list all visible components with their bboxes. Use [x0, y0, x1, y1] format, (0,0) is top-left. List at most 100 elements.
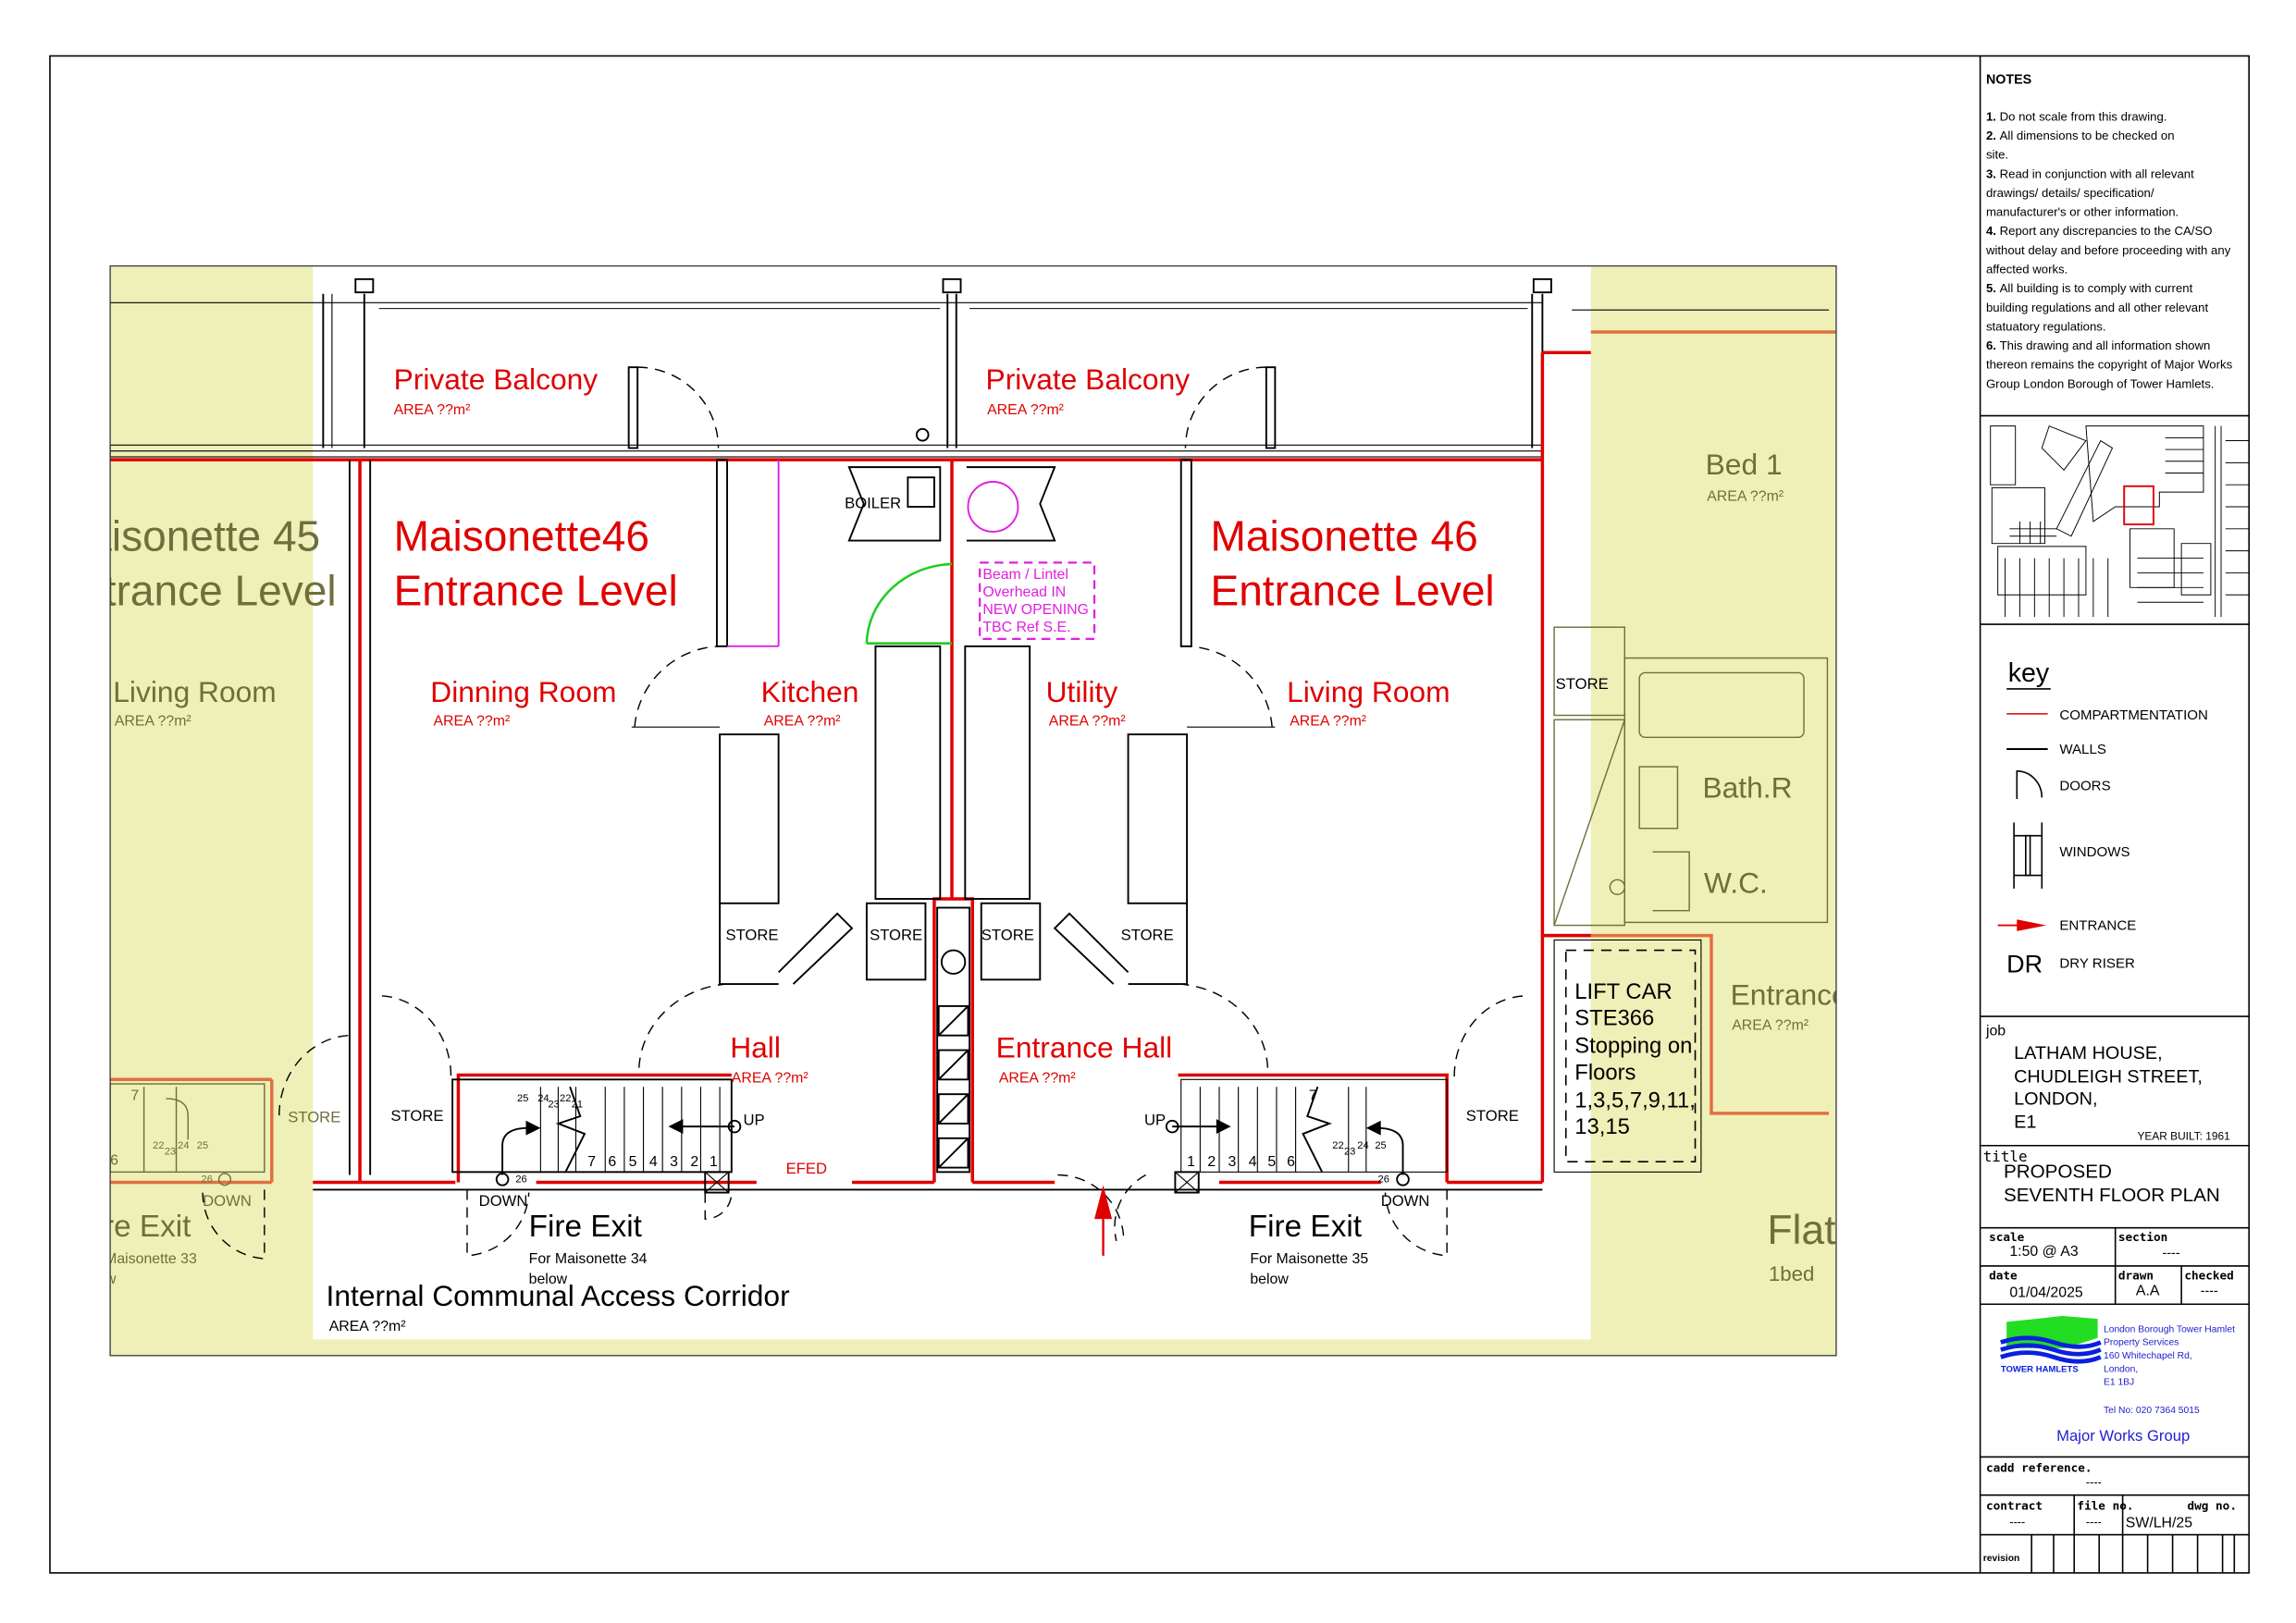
svg-text:1:50 @ A3: 1:50 @ A3 [2009, 1244, 2078, 1260]
svg-text:4: 4 [649, 1154, 658, 1170]
svg-text:WINDOWS: WINDOWS [2059, 844, 2129, 860]
svg-text:5: 5 [629, 1154, 637, 1170]
store-label: STORE [288, 1108, 340, 1125]
svg-text:3. Read in conjunction with al: 3. Read in conjunction with all relevant [1986, 166, 2194, 180]
svg-text:3: 3 [670, 1154, 678, 1170]
efed-label: EFED [786, 1160, 827, 1177]
svg-text:6: 6 [608, 1154, 616, 1170]
svg-text:WALLS: WALLS [2059, 742, 2106, 757]
unit-label-m46b: Maisonette 46 [1210, 512, 1477, 560]
svg-text:----: ---- [2009, 1516, 2025, 1529]
svg-text:2: 2 [690, 1154, 698, 1170]
svg-text:affected works.: affected works. [1986, 263, 2068, 277]
svg-text:7: 7 [1309, 1088, 1317, 1104]
unit-level-m45: Entrance Level [52, 566, 336, 614]
svg-text:Property Services: Property Services [2104, 1338, 2179, 1348]
svg-text:26: 26 [1378, 1174, 1389, 1185]
room-label-entrance-hall: Entrance Hall [996, 1030, 1173, 1064]
room-area: AREA ??m² [433, 714, 510, 730]
svg-text:scale: scale [1989, 1230, 2025, 1244]
svg-text:25: 25 [517, 1093, 528, 1104]
svg-text:E1: E1 [2014, 1113, 2036, 1133]
room-label-entrance-right: Entrance [1731, 977, 1848, 1011]
svg-text:SEVENTH FLOOR PLAN: SEVENTH FLOOR PLAN [2004, 1185, 2220, 1206]
notes-section: NOTES 1. Do not scale from this drawing.… [1985, 73, 2233, 391]
entrance-arrow-icon [1997, 919, 2047, 931]
svg-text:----: ---- [2086, 1516, 2102, 1529]
unit-level-m46a: Entrance Level [394, 566, 678, 614]
unit-label-m46a: Maisonette46 [394, 512, 649, 560]
beam-lintel-note: Beam / Lintel Overhead IN NEW OPENING TB… [982, 567, 1089, 635]
svg-text:Overhead IN: Overhead IN [982, 584, 1066, 600]
up-label: UP [1144, 1112, 1166, 1129]
svg-text:Floors: Floors [1574, 1060, 1636, 1085]
store-label: STORE [981, 926, 1034, 943]
room-label-wc: W.C. [1704, 867, 1768, 900]
svg-text:TBC Ref S.E.: TBC Ref S.E. [982, 620, 1070, 635]
room-label-utility: Utility [1046, 675, 1118, 708]
flat-label: Flat [1767, 1208, 1836, 1253]
svg-text:160 Whitechapel Rd,: 160 Whitechapel Rd, [2104, 1351, 2192, 1361]
svg-text:26: 26 [202, 1174, 213, 1185]
title-section: title PROPOSED SEVENTH FLOOR PLAN [1983, 1148, 2220, 1206]
stair-numbers: 7 6 5 4 3 2 1 25 24 23 22 21 26 1 2 3 4 … [515, 1088, 1389, 1186]
room-area: AREA ??m² [1049, 714, 1126, 730]
room-label-balcony-left: Private Balcony [394, 363, 599, 396]
down-label: DOWN [1381, 1192, 1430, 1210]
room-area: AREA ??m² [1290, 714, 1366, 730]
svg-text:Major Works Group: Major Works Group [2056, 1427, 2190, 1445]
fire-exit-note: below [78, 1272, 117, 1287]
svg-text:25: 25 [1375, 1140, 1386, 1151]
svg-text:7: 7 [587, 1154, 596, 1170]
down-label: DOWN [479, 1192, 528, 1210]
room-label-living-right: Living Room [1287, 675, 1450, 708]
svg-text:7: 7 [130, 1088, 139, 1104]
plan-frame [109, 264, 1837, 1357]
svg-text:1: 1 [710, 1154, 718, 1170]
svg-text:13,15: 13,15 [1574, 1114, 1630, 1139]
room-label-hall: Hall [730, 1030, 781, 1064]
lift-label: LIFT CAR STE366 Stopping on Floors 1,3,5… [1574, 979, 1696, 1139]
svg-text:21: 21 [572, 1099, 583, 1110]
svg-text:dwg no.: dwg no. [2187, 1499, 2236, 1513]
svg-text:drawn: drawn [2118, 1268, 2154, 1282]
store-label: STORE [870, 926, 922, 943]
svg-text:London Borough Tower Hamlet: London Borough Tower Hamlet [2104, 1324, 2235, 1334]
svg-text:COMPARTMENTATION: COMPARTMENTATION [2059, 707, 2208, 723]
room-area: AREA ??m² [987, 402, 1064, 418]
room-area: AREA ??m² [394, 402, 471, 418]
svg-text:ENTRANCE: ENTRANCE [2059, 917, 2136, 933]
room-area: AREA ??m² [999, 1070, 1076, 1086]
svg-text:NEW OPENING: NEW OPENING [982, 602, 1089, 618]
fire-exit-label: Fire Exit [529, 1210, 643, 1244]
store-label: STORE [725, 926, 778, 943]
store-label: STORE [390, 1107, 443, 1125]
room-label-kitchen: Kitchen [761, 675, 859, 708]
svg-text:DRY RISER: DRY RISER [2059, 956, 2135, 972]
revision-grid [2031, 1534, 2236, 1573]
job-section: job LATHAM HOUSE, CHUDLEIGH STREET, LOND… [1985, 1024, 2230, 1143]
svg-text:DR: DR [2006, 950, 2043, 977]
room-area: AREA ??m² [1707, 489, 1784, 505]
svg-text:23: 23 [165, 1146, 176, 1157]
svg-text:2. All dimensions to be checke: 2. All dimensions to be checked on [1986, 129, 2175, 142]
svg-text:Tel No: 020 7364 5015: Tel No: 020 7364 5015 [2104, 1406, 2200, 1416]
svg-text:PROPOSED: PROPOSED [2004, 1162, 2112, 1183]
entrance-arrow [1094, 1185, 1113, 1256]
up-label: UP [744, 1112, 765, 1129]
svg-text:1: 1 [1187, 1154, 1195, 1170]
svg-text:LATHAM HOUSE,: LATHAM HOUSE, [2014, 1043, 2162, 1064]
svg-text:22: 22 [560, 1093, 571, 1104]
sheet-border [49, 55, 2250, 1574]
svg-text:STE366: STE366 [1574, 1006, 1654, 1031]
svg-text:24: 24 [537, 1093, 549, 1104]
svg-text:CHUDLEIGH STREET,: CHUDLEIGH STREET, [2014, 1066, 2203, 1087]
svg-text:key: key [2008, 658, 2050, 688]
svg-text:building regulations and all o: building regulations and all other relev… [1986, 301, 2209, 314]
svg-text:24: 24 [178, 1140, 189, 1151]
corridor-label: Internal Communal Access Corridor [327, 1279, 791, 1312]
svg-text:23: 23 [1344, 1146, 1355, 1157]
fire-exit-note: below [529, 1272, 568, 1287]
store-label: STORE [1466, 1107, 1519, 1125]
svg-text:YEAR BUILT: 1961: YEAR BUILT: 1961 [2137, 1129, 2230, 1142]
